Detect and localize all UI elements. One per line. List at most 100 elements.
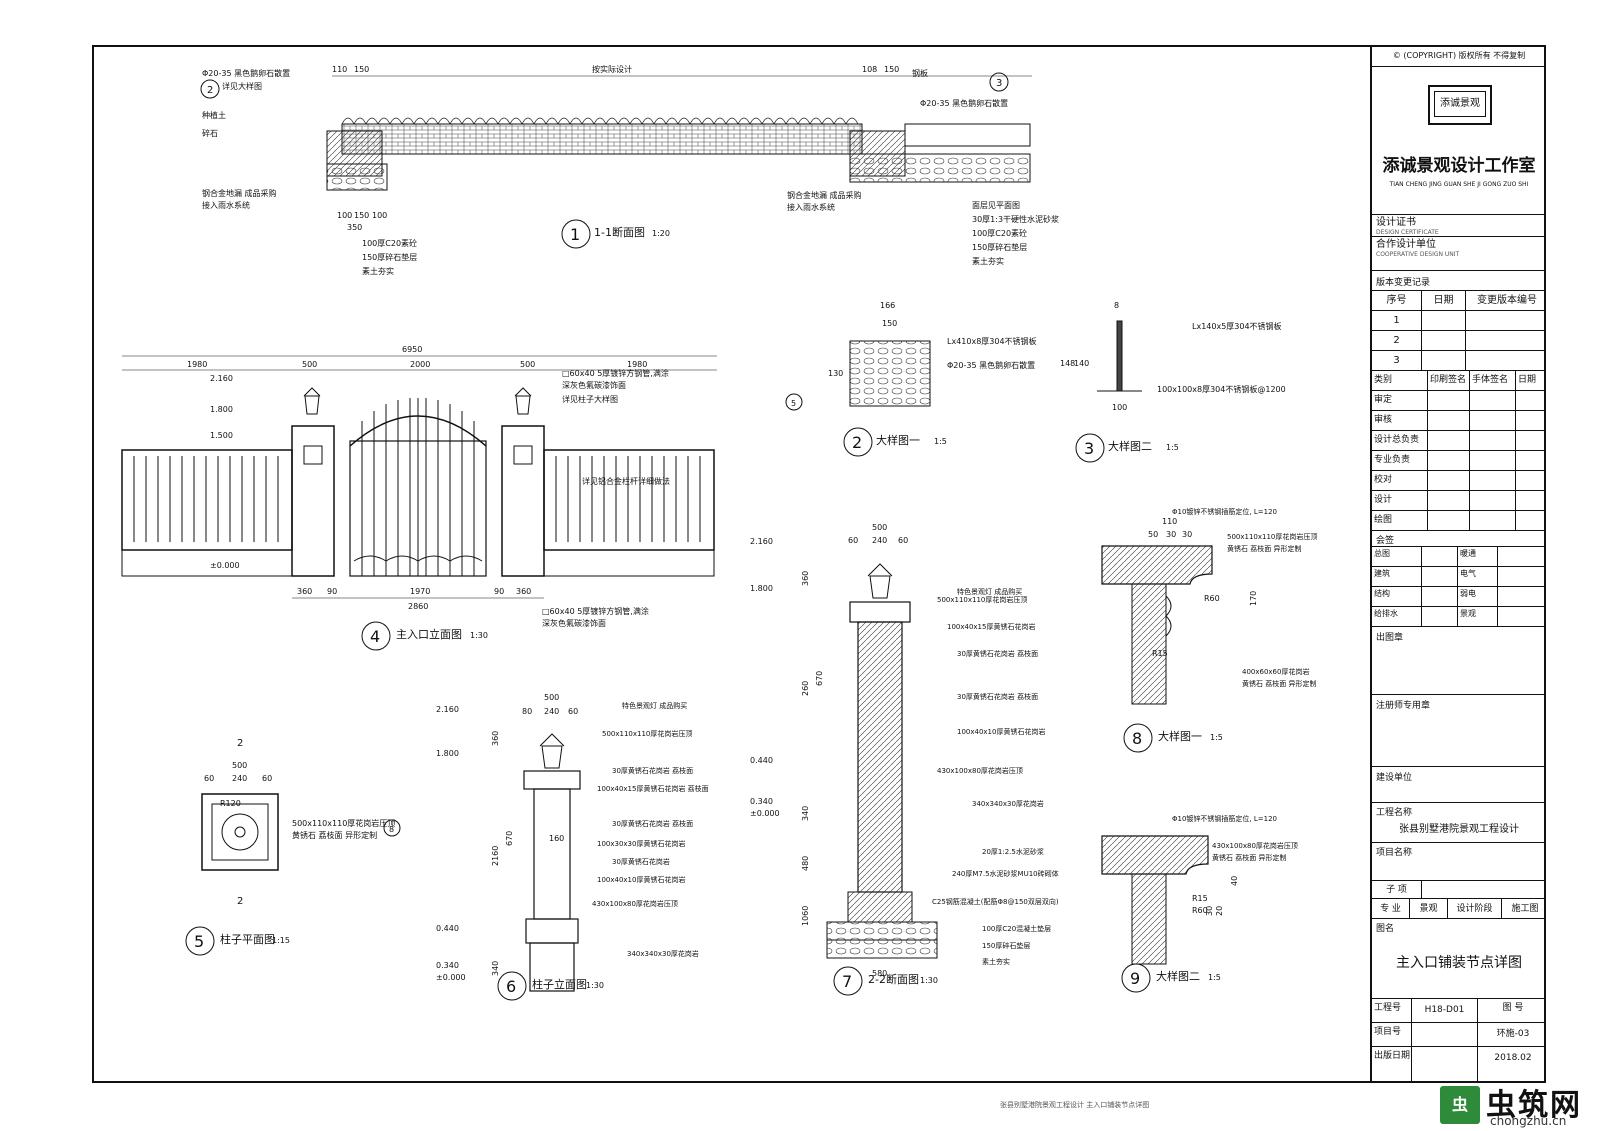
svg-text:黄锈石 荔枝面 异形定制: 黄锈石 荔枝面 异形定制: [292, 830, 377, 840]
svg-text:100: 100: [1112, 403, 1127, 412]
project-no-row: 工程号 H18-D01 图 号: [1372, 999, 1546, 1023]
svg-text:详见柱子大样图: 详见柱子大样图: [562, 394, 618, 404]
svg-text:1:30: 1:30: [920, 976, 938, 985]
svg-text:150: 150: [882, 319, 897, 328]
discipline-row: 总图暖通: [1372, 547, 1546, 567]
svg-text:1:30: 1:30: [586, 981, 604, 990]
svg-text:500: 500: [232, 761, 247, 770]
svg-text:40: 40: [1230, 876, 1239, 886]
svg-text:详见大样图: 详见大样图: [222, 81, 262, 91]
svg-text:Lx410x8厚304不锈钢板: Lx410x8厚304不锈钢板: [947, 336, 1037, 346]
svg-text:柱子平面图: 柱子平面图: [220, 932, 275, 946]
svg-text:±0.000: ±0.000: [750, 809, 780, 818]
view-7-section: 500 60 240 60 2.160 1.800 0.440 0.340 ±0…: [750, 523, 1059, 996]
svg-text:240: 240: [544, 707, 559, 716]
svg-text:100x40x10厚黄锈石花岗岩: 100x40x10厚黄锈石花岗岩: [957, 727, 1045, 736]
svg-text:R15: R15: [1152, 649, 1168, 658]
svg-text:20厚1:2.5水泥砂浆: 20厚1:2.5水泥砂浆: [982, 847, 1044, 856]
svg-text:大样图一: 大样图一: [876, 433, 920, 447]
svg-text:3: 3: [1084, 439, 1094, 458]
svg-text:主入口立面图: 主入口立面图: [396, 627, 462, 641]
svg-text:2-2断面图: 2-2断面图: [868, 972, 919, 986]
svg-text:100x40x15厚黄锈石花岗岩: 100x40x15厚黄锈石花岗岩: [947, 622, 1035, 631]
item-area: 项目名称: [1372, 843, 1546, 881]
svg-text:130: 130: [828, 369, 843, 378]
svg-text:50: 50: [1148, 530, 1158, 539]
sub-item-row: 子 项: [1372, 881, 1546, 899]
svg-text:1:20: 1:20: [652, 229, 670, 238]
title-block: © (COPYRIGHT) 版权所有 不得复制 添诚景观 添诚景观设计工作室 T…: [1370, 45, 1546, 1083]
svg-text:30厚黄锈石花岗岩 荔枝面: 30厚黄锈石花岗岩 荔枝面: [612, 819, 693, 828]
svg-text:面层见平面图: 面层见平面图: [972, 201, 1020, 210]
svg-text:30厚黄锈石花岗岩 荔枝面: 30厚黄锈石花岗岩 荔枝面: [957, 649, 1038, 658]
svg-text:2.160: 2.160: [210, 374, 233, 383]
svg-text:2: 2: [852, 433, 862, 452]
svg-text:2860: 2860: [408, 602, 428, 611]
svg-text:340x340x30厚花岗岩: 340x340x30厚花岗岩: [972, 799, 1044, 808]
svg-text:□60x40 5厚镀锌方钢管,满涂: □60x40 5厚镀锌方钢管,满涂: [542, 606, 649, 616]
svg-text:148: 148: [1060, 359, 1075, 368]
client-area: 建设单位: [1372, 767, 1546, 803]
svg-text:±0.000: ±0.000: [436, 973, 466, 982]
svg-text:9: 9: [1130, 969, 1140, 988]
view-5-pillar-plan: 2 2 500 60 240 60 R120 500x110x110厚花岗岩压顶…: [185, 738, 401, 956]
rev-row: 1: [1372, 311, 1546, 331]
svg-text:30: 30: [1166, 530, 1176, 539]
sign-row: 专业负责: [1372, 451, 1546, 471]
svg-text:Lx140x5厚304不锈钢板: Lx140x5厚304不锈钢板: [1192, 321, 1282, 331]
svg-text:1.800: 1.800: [210, 405, 233, 414]
svg-text:□60x40 5厚镀锌方钢管,满涂: □60x40 5厚镀锌方钢管,满涂: [562, 368, 669, 378]
svg-text:140: 140: [1074, 359, 1089, 368]
svg-text:1:5: 1:5: [1210, 733, 1223, 742]
svg-text:1.800: 1.800: [750, 584, 773, 593]
svg-text:500: 500: [872, 523, 887, 532]
svg-text:Φ20-35 黑色鹅卵石散置: Φ20-35 黑色鹅卵石散置: [947, 360, 1035, 370]
discipline-row: 建筑电气: [1372, 567, 1546, 587]
project-name: 张县别墅港院景观工程设计: [1399, 824, 1519, 835]
svg-text:柱子立面图: 柱子立面图: [532, 977, 587, 991]
svg-text:580: 580: [872, 969, 887, 978]
svg-text:240厚M7.5水泥砂浆MU10砖砌体: 240厚M7.5水泥砂浆MU10砖砌体: [952, 869, 1059, 878]
svg-text:500: 500: [544, 693, 559, 702]
svg-text:150: 150: [354, 211, 369, 220]
watermark-icon: 虫: [1440, 1086, 1480, 1124]
svg-text:150厚碎石垫层: 150厚碎石垫层: [972, 242, 1027, 252]
svg-text:100厚C20混凝土垫层: 100厚C20混凝土垫层: [982, 924, 1051, 933]
svg-text:1970: 1970: [410, 587, 430, 596]
sign-row: 设计: [1372, 491, 1546, 511]
view-2-detail: 166 150 130 Lx410x8厚304不锈钢板 Φ20-35 黑色鹅卵石…: [828, 301, 1037, 457]
svg-text:150: 150: [354, 65, 369, 74]
svg-text:1.800: 1.800: [436, 749, 459, 758]
svg-text:8: 8: [1114, 301, 1119, 310]
svg-text:100x30x30厚黄锈石花岗岩: 100x30x30厚黄锈石花岗岩: [597, 839, 685, 848]
svg-text:30厚黄锈石花岗岩: 30厚黄锈石花岗岩: [612, 857, 670, 866]
svg-text:100x40x10厚黄锈石花岗岩: 100x40x10厚黄锈石花岗岩: [597, 875, 685, 884]
svg-text:360: 360: [491, 731, 500, 746]
svg-text:360: 360: [516, 587, 531, 596]
major-row: 专 业 景观 设计阶段 施工图: [1372, 899, 1546, 919]
date-row: 出版日期 2018.02: [1372, 1047, 1546, 1081]
svg-text:30厚1:3干硬性水泥砂浆: 30厚1:3干硬性水泥砂浆: [972, 214, 1059, 224]
svg-text:170: 170: [1249, 591, 1258, 606]
svg-text:黄锈石 荔枝面 异形定制: 黄锈石 荔枝面 异形定制: [1242, 679, 1316, 688]
studio-logo: 添诚景观: [1428, 85, 1492, 125]
svg-text:80: 80: [522, 707, 532, 716]
svg-text:166: 166: [880, 301, 895, 310]
svg-text:670: 670: [505, 831, 514, 846]
svg-text:500x110x110厚花岗岩压顶: 500x110x110厚花岗岩压顶: [602, 729, 692, 738]
svg-text:100厚C20素砼: 100厚C20素砼: [972, 228, 1027, 238]
svg-text:7: 7: [842, 972, 852, 991]
svg-text:340x340x30厚花岗岩: 340x340x30厚花岗岩: [627, 949, 699, 958]
svg-text:黄锈石 荔枝面 异形定制: 黄锈石 荔枝面 异形定制: [1212, 853, 1286, 862]
svg-text:1:15: 1:15: [272, 936, 290, 945]
svg-text:大样图一: 大样图一: [1158, 729, 1202, 743]
svg-text:R60: R60: [1192, 906, 1208, 915]
svg-text:2: 2: [237, 896, 243, 907]
footer-note: 张县别墅港院景观工程设计 主入口铺装节点详图: [1000, 1101, 1150, 1109]
svg-text:20: 20: [1215, 906, 1224, 916]
svg-text:Φ20-35 黑色鹅卵石散置: Φ20-35 黑色鹅卵石散置: [920, 98, 1008, 108]
svg-text:360: 360: [801, 571, 810, 586]
svg-text:Φ10镀锌不锈钢插筋定位, L=120: Φ10镀锌不锈钢插筋定位, L=120: [1172, 814, 1277, 823]
sign-header: 类别 印刷签名 手体签名 日期: [1372, 371, 1546, 391]
svg-text:2.160: 2.160: [436, 705, 459, 714]
